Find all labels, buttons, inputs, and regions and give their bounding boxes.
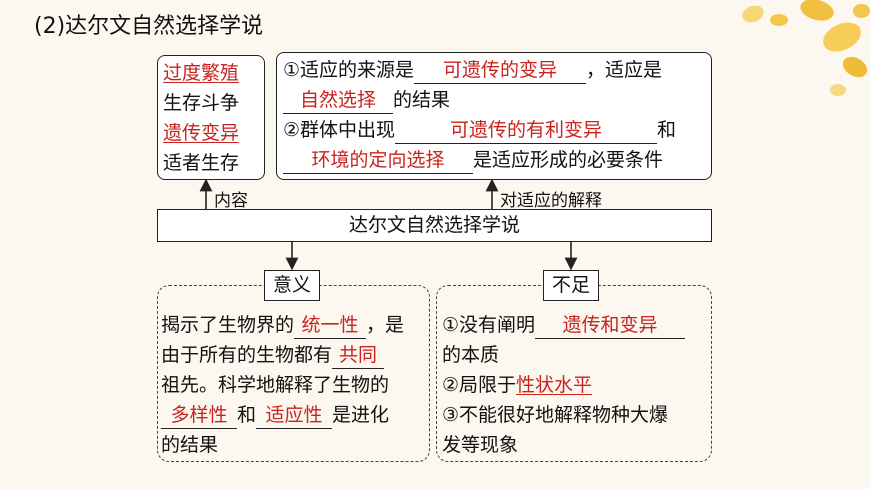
- explain-row-4: 环境的定向选择 是适应形成的必要条件: [283, 145, 711, 175]
- answer-blank: 环境的定向选择: [283, 147, 473, 174]
- answer-blank: 自然选择: [283, 87, 393, 114]
- label-explanation: 对适应的解释: [500, 191, 602, 211]
- explain-text: ②群体中出现: [283, 119, 396, 141]
- limitation-line-1: ①没有阐明 遗传和变异: [442, 310, 686, 340]
- answer-blank: 多样性: [161, 402, 237, 429]
- limitation-text: ①没有阐明 遗传和变异 的本质 ②局限于性状水平 ③不能很好地解释物种大爆 发等现…: [442, 310, 686, 460]
- answer-text: 适应性: [265, 404, 323, 426]
- answer-text: 统一性: [301, 314, 359, 336]
- limitation-line-3: ②局限于性状水平: [442, 370, 685, 400]
- answer-text: 多样性: [170, 404, 228, 426]
- answer-text: 遗传和变异: [562, 314, 658, 336]
- answer-text: 环境的定向选择: [311, 149, 445, 171]
- limitation-fragment: ②局限于: [442, 374, 517, 396]
- section-title: (2)达尔文自然选择学说: [34, 14, 264, 39]
- answer-text: 自然选择: [299, 89, 376, 111]
- explain-text: 的结果: [393, 89, 451, 111]
- answer-text: 性状水平: [516, 374, 593, 396]
- explain-text: ，适应是: [586, 59, 663, 81]
- content-line-overbreeding: 过度繁殖: [163, 62, 240, 84]
- answer-blank: 共同: [332, 342, 385, 369]
- limitation-line-4: ③不能很好地解释物种大爆: [442, 404, 669, 426]
- limitation-fragment: ①没有阐明: [442, 314, 536, 336]
- answer-blank: 统一性: [294, 312, 367, 339]
- significance-text: 揭示了生物界的统一性 ，是 由于所有的生物都有共同 祖先。科学地解释了生物的 多样…: [161, 310, 404, 460]
- petal-shape: [853, 4, 870, 18]
- explain-text: ①适应的来源是: [283, 59, 415, 81]
- answer-blank: 可遗传的有利变异: [395, 117, 658, 144]
- significance-line-2: 由于所有的生物都有共同: [161, 340, 404, 370]
- significance-line-3: 祖先。科学地解释了生物的: [161, 374, 390, 396]
- answer-blank: 适应性: [256, 402, 333, 429]
- significance-fragment: 由于所有的生物都有: [161, 344, 333, 366]
- limitation-line-2: 的本质: [442, 344, 500, 366]
- significance-fragment: 是进化: [332, 404, 390, 426]
- significance-line-4: 多样性和适应性是进化: [161, 400, 404, 430]
- explain-text: 和: [657, 119, 677, 141]
- explain-text: 是适应形成的必要条件: [473, 149, 664, 171]
- explain-row-2: 自然选择的结果: [283, 85, 711, 115]
- center-bar: 达尔文自然选择学说: [157, 209, 712, 242]
- answer-text: 可遗传的变异: [443, 59, 558, 81]
- significance-fragment: 揭示了生物界的: [161, 314, 295, 336]
- answer-blank: 遗传和变异: [535, 312, 686, 339]
- answer-text: 共同: [339, 344, 378, 366]
- content-line-heredity-variation: 遗传变异: [163, 122, 240, 144]
- petal-shape: [770, 14, 788, 26]
- significance-fragment: 和: [237, 404, 257, 426]
- answer-text: 可遗传的有利变异: [450, 119, 603, 141]
- limitation-tag: 不足: [543, 270, 599, 301]
- explain-row-3: ②群体中出现 可遗传的有利变异 和: [283, 115, 711, 145]
- content-line-survival-fittest: 适者生存: [163, 152, 240, 174]
- content-box: 过度繁殖 生存斗争 遗传变异 适者生存: [157, 55, 265, 180]
- significance-fragment: ，是: [366, 314, 405, 336]
- explain-row-1: ①适应的来源是 可遗传的变异 ，适应是: [283, 55, 711, 85]
- answer-blank: 可遗传的变异: [414, 57, 587, 84]
- explanation-box: ①适应的来源是 可遗传的变异 ，适应是 自然选择的结果 ②群体中出现 可遗传的有利变异…: [276, 52, 712, 180]
- significance-line-1: 揭示了生物界的统一性 ，是: [161, 310, 404, 340]
- limitation-line-5: 发等现象: [442, 434, 519, 456]
- significance-tag: 意义: [264, 270, 320, 301]
- label-content: 内容: [214, 191, 248, 211]
- content-line-struggle: 生存斗争: [163, 92, 240, 114]
- petal-shape: [830, 84, 846, 96]
- significance-line-5: 的结果: [161, 434, 219, 456]
